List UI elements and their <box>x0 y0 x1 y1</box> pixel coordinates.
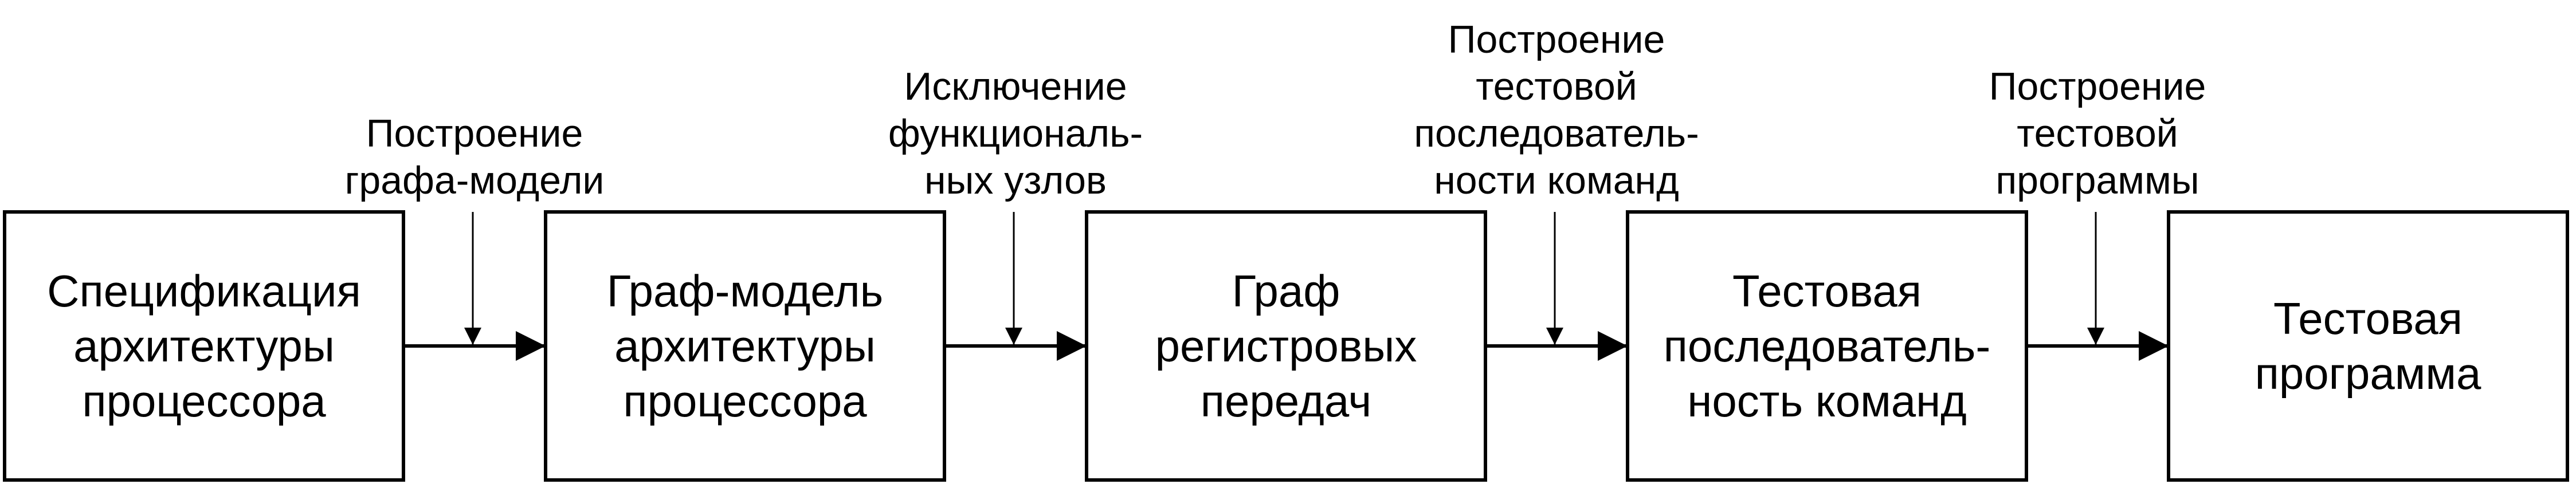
step-label-line: тестовой <box>2017 112 2178 155</box>
process-box-frame <box>1626 210 2028 482</box>
process-box-label-line: Тестовая <box>2273 293 2463 344</box>
process-box-label-line: Граф <box>1232 266 1340 316</box>
process-box-label-line: передач <box>1201 376 1371 426</box>
process-box-frame <box>3 210 405 482</box>
process-box-label-line: архитектуры <box>73 321 335 371</box>
step-label-line: ных узлов <box>924 159 1107 202</box>
step-labels: Построениеграфа-моделиИсключениефункцион… <box>345 18 2206 202</box>
process-box-label-line: архитектуры <box>614 321 876 371</box>
process-boxes: СпецификацияархитектурыпроцессораГраф-мо… <box>3 210 2569 482</box>
process-box-label-line: процессора <box>623 376 867 426</box>
process-box-label-line: Тестовая <box>1732 266 1922 316</box>
step-label-line: Построение <box>366 112 583 155</box>
process-box-label-line: программа <box>2255 348 2481 399</box>
step-label-line: последователь- <box>1414 112 1699 155</box>
step-label-line: Исключение <box>904 65 1127 108</box>
process-box-frame <box>544 210 946 482</box>
process-box-label-line: ность команд <box>1687 376 1966 426</box>
process-box-label-line: регистровых <box>1155 321 1417 371</box>
process-box-label-line: последователь- <box>1664 321 1991 371</box>
step-label-line: Построение <box>1448 18 1665 61</box>
step-indicators <box>464 212 2104 345</box>
step-label-line: тестовой <box>1476 65 1637 108</box>
step-label-line: графа-модели <box>345 159 605 202</box>
process-box-label-line: процессора <box>82 376 326 426</box>
step-label-line: функциональ- <box>888 112 1143 155</box>
process-box-label-line: Граф-модель <box>607 266 884 316</box>
step-label-line: Построение <box>1989 65 2206 108</box>
step-label-line: программы <box>1995 159 2199 202</box>
process-box-frame <box>2167 210 2569 482</box>
process-box-label-line: Спецификация <box>47 266 361 316</box>
process-box-frame <box>1085 210 1487 482</box>
step-label-line: ности команд <box>1434 159 1679 202</box>
